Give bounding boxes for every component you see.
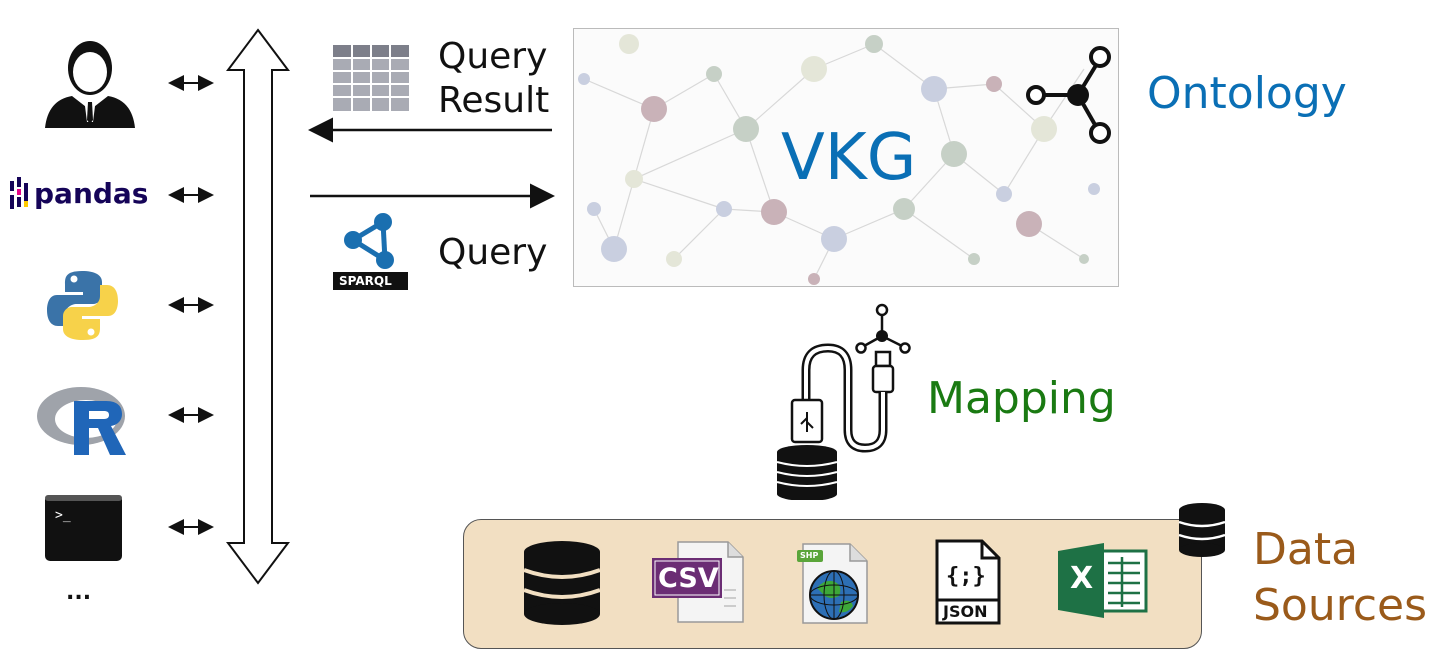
bus-vertical-arrow	[226, 28, 290, 585]
vkg-panel: VKG	[573, 28, 1119, 287]
data-sources-line1: Data	[1253, 524, 1359, 575]
mapping-cable-icon	[776, 303, 911, 500]
csv-file-icon: CSV	[650, 540, 745, 624]
query-arrows	[308, 117, 555, 209]
ontology-graph-icon	[1026, 46, 1111, 144]
svg-text:{;}: {;}	[946, 564, 986, 589]
ontology-label: Ontology	[1147, 68, 1347, 119]
json-file-icon: {;} JSON	[934, 538, 1002, 626]
svg-text:>_: >_	[55, 508, 71, 523]
csv-label: CSV	[658, 563, 719, 594]
mapping-label: Mapping	[927, 373, 1116, 424]
pandas-logo: pandas	[10, 175, 160, 215]
table-icon	[333, 45, 409, 111]
python-icon	[45, 268, 120, 343]
query-result-line2: Result	[438, 80, 550, 121]
terminal-icon: >_	[45, 495, 122, 561]
sparql-badge: SPARQL	[339, 274, 392, 288]
shp-badge: SHP	[800, 551, 819, 560]
data-sources-db-icon	[1178, 503, 1226, 557]
sparql-logo: SPARQL	[333, 210, 408, 290]
excel-icon: X	[1058, 543, 1148, 618]
vkg-label: VKG	[781, 121, 917, 195]
more-clients-ellipsis: ...	[66, 580, 92, 605]
user-icon	[40, 38, 140, 130]
excel-x-label: X	[1070, 561, 1094, 596]
shapefile-icon: SHP	[795, 540, 870, 625]
database-icon	[523, 541, 601, 625]
r-logo	[36, 383, 131, 458]
connector-arrows	[168, 28, 290, 585]
json-label: JSON	[943, 602, 988, 621]
pandas-label: pandas	[34, 177, 149, 210]
query-result-line1: Query	[438, 36, 548, 77]
query-label: Query	[438, 232, 548, 273]
data-sources-line2: Sources	[1253, 580, 1428, 631]
